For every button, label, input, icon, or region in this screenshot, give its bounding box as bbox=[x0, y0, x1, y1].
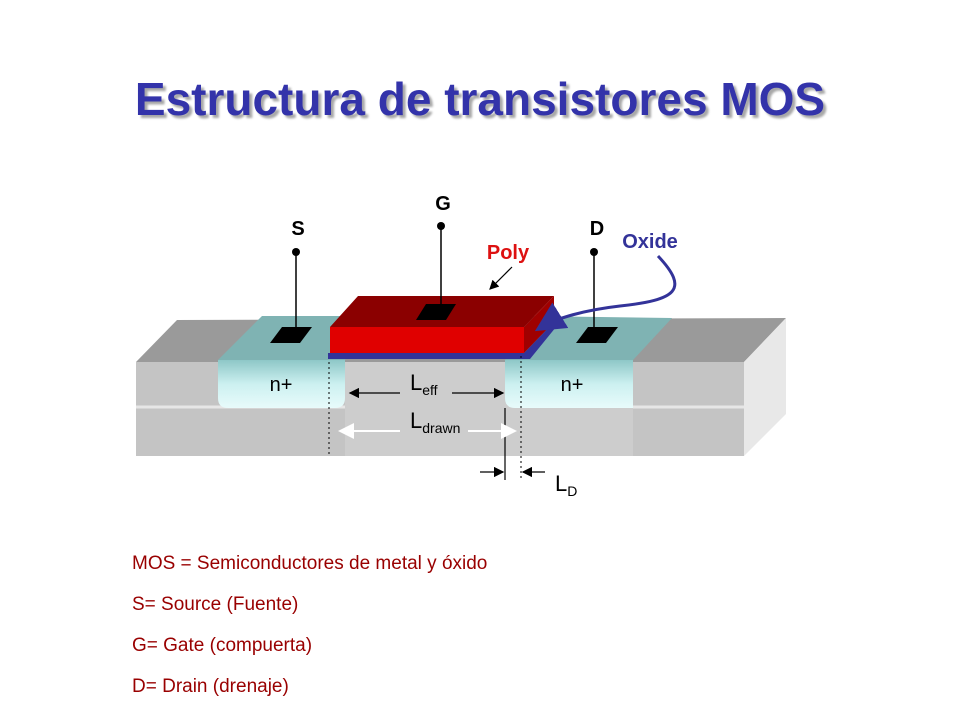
l-d-dimension: LD bbox=[480, 466, 577, 499]
definition-mos: MOS = Semiconductores de metal y óxido bbox=[132, 553, 488, 574]
oxide-label: Oxide bbox=[622, 231, 678, 253]
oxide-pointer bbox=[534, 254, 677, 332]
poly-pointer bbox=[489, 266, 513, 290]
definition-gate: G= Gate (compuerta) bbox=[132, 635, 313, 656]
source-contact bbox=[270, 327, 312, 343]
gate-contact bbox=[416, 304, 456, 320]
gate-terminal: G bbox=[435, 193, 451, 306]
l-eff-label: Leff bbox=[410, 370, 438, 398]
source-terminal: S bbox=[291, 218, 305, 330]
drain-terminal: D bbox=[590, 218, 604, 330]
poly-label: Poly bbox=[487, 242, 530, 264]
definition-source: S= Source (Fuente) bbox=[132, 594, 299, 615]
l-eff-dimension: Leff bbox=[348, 370, 505, 399]
l-drawn-label: Ldrawn bbox=[410, 408, 460, 436]
slide-title: Estructura de transistores MOS bbox=[134, 73, 826, 125]
drain-n-plus-label: n+ bbox=[561, 374, 584, 396]
definitions-list: MOS = Semiconductores de metal y óxido S… bbox=[132, 548, 487, 712]
gate-terminal-label: G bbox=[435, 193, 451, 215]
gate-oxide-layer bbox=[328, 320, 556, 359]
source-n-plus-label: n+ bbox=[270, 374, 293, 396]
l-d-label: LD bbox=[555, 471, 577, 499]
definition-drain: D= Drain (drenaje) bbox=[132, 676, 289, 697]
source-terminal-label: S bbox=[291, 218, 304, 240]
l-drawn-dimension: Ldrawn bbox=[338, 408, 517, 439]
drain-contact bbox=[576, 327, 618, 343]
drain-terminal-label: D bbox=[590, 218, 604, 240]
